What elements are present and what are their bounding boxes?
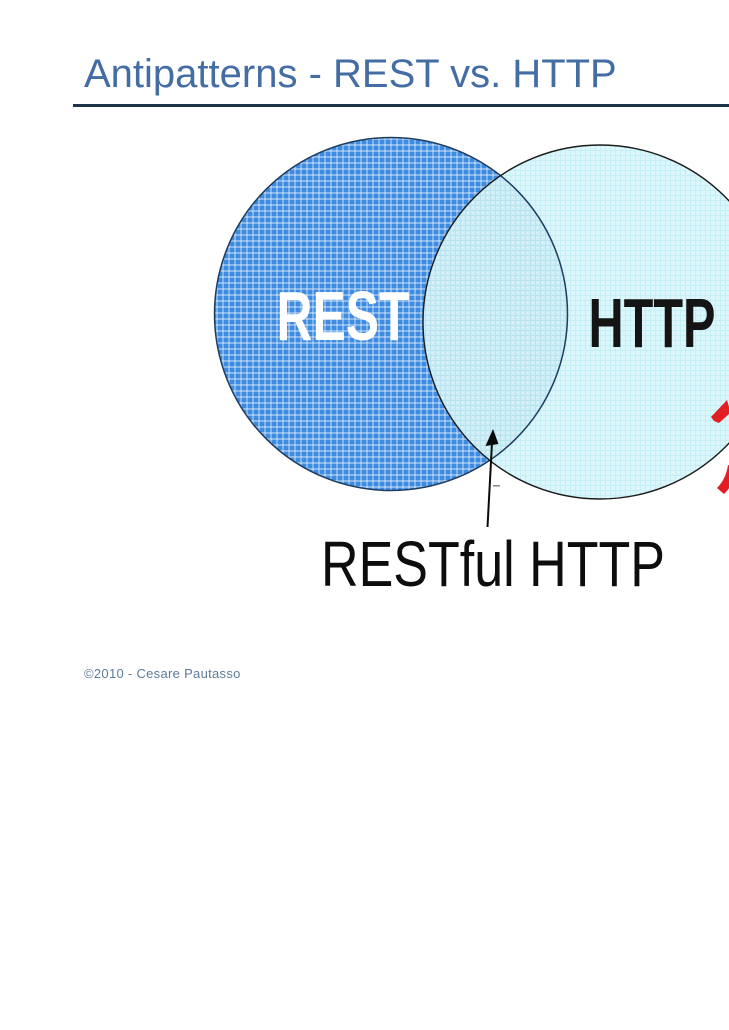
venn-label-restful-http: RESTful HTTP <box>321 528 665 600</box>
venn-circle-http-outline <box>422 144 729 500</box>
venn-label-rest: REST <box>277 277 410 355</box>
venn-circle-rest-outline <box>213 136 569 492</box>
red-arrow-fragment <box>711 400 729 494</box>
intersection-pointer-arrow <box>485 429 499 528</box>
red-arrowhead-icon <box>711 400 729 423</box>
venn-label-http: HTTP <box>589 284 716 362</box>
venn-intersection-region <box>423 145 568 491</box>
copyright-text: ©2010 - Cesare Pautasso <box>84 666 241 681</box>
title-underline-rule <box>73 104 729 107</box>
slide-title: Antipatterns - REST vs. HTTP <box>84 52 617 96</box>
red-arrow-tail-icon <box>717 465 729 494</box>
small-dash-mark <box>493 485 500 487</box>
